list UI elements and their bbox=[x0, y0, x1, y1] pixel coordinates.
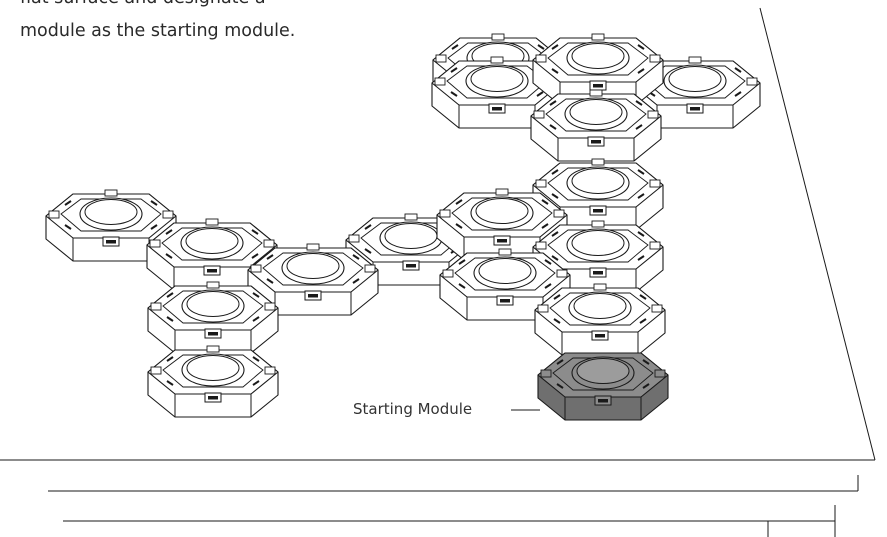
module-lower-left bbox=[148, 282, 278, 353]
hexagon-modules bbox=[46, 34, 760, 420]
module-top-stem bbox=[531, 90, 661, 161]
starting-module-label: Starting Module bbox=[353, 400, 472, 418]
table-right-edge bbox=[760, 8, 875, 460]
starting-module bbox=[538, 353, 668, 420]
module-bottom-left bbox=[148, 346, 278, 417]
module-column-3 bbox=[535, 284, 665, 355]
